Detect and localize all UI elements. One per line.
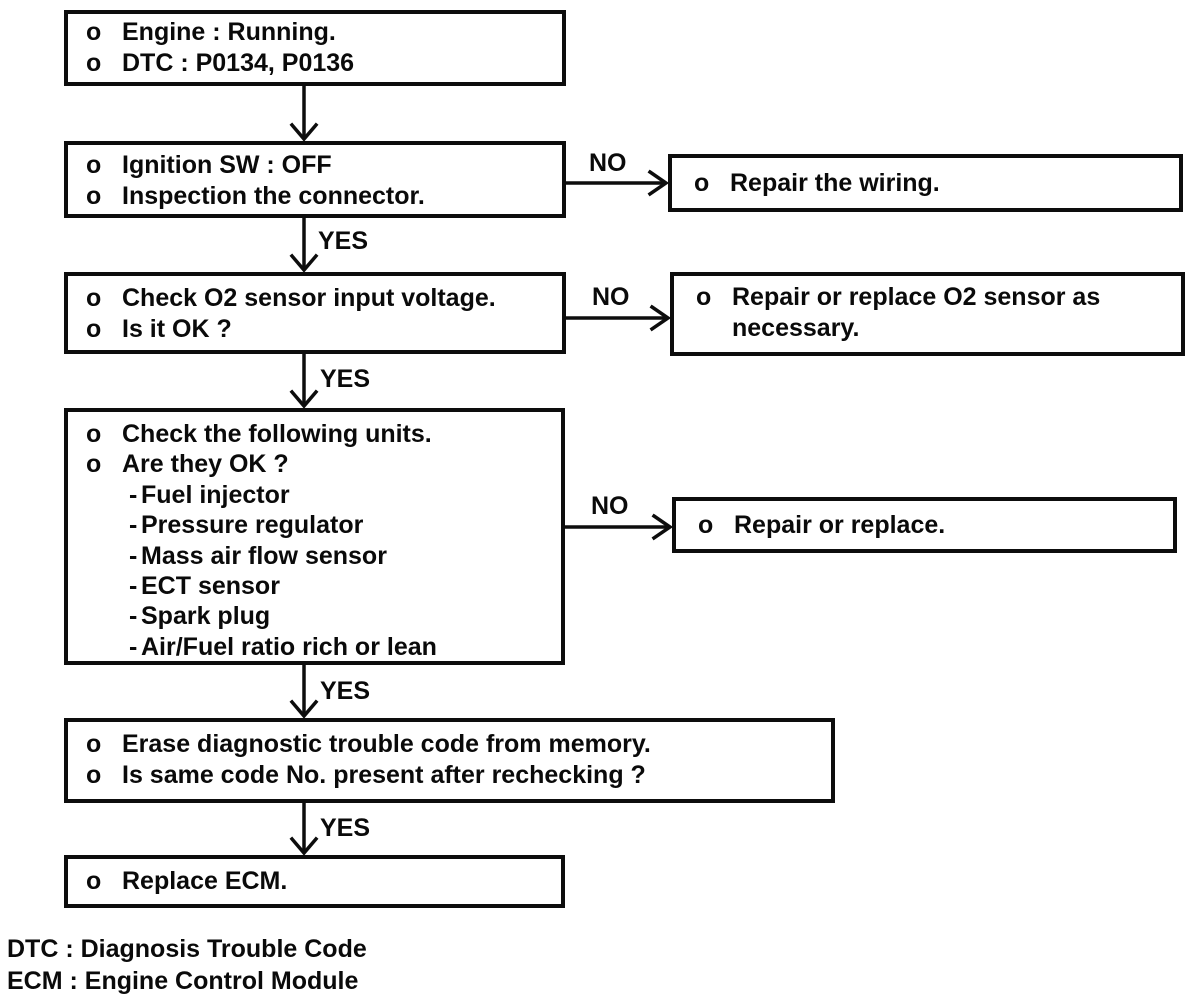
flow-line: o Check the following units. <box>68 419 561 449</box>
dash: - <box>129 480 138 509</box>
flow-line: o Replace ECM. <box>68 866 561 897</box>
checklist-item: - Spark plug <box>68 601 561 631</box>
bullet: o <box>86 420 102 448</box>
flow-text: DTC : P0134, P0136 <box>122 49 355 77</box>
flow-text: Repair the wiring. <box>730 169 940 197</box>
flow-text: Replace ECM. <box>122 867 288 895</box>
connector-erase-yes <box>289 801 319 856</box>
flow-line: o Repair or replace. <box>676 510 1173 541</box>
connector-ignition-no <box>564 169 670 197</box>
flow-box-erase-dtc: o Erase diagnostic trouble code from mem… <box>64 718 835 803</box>
no-label-ignition: NO <box>589 149 627 177</box>
flow-line: o Is same code No. present after recheck… <box>68 760 831 791</box>
connector-o2-no <box>564 304 672 332</box>
flow-text: Is same code No. present after recheckin… <box>122 761 646 789</box>
flow-box-ignition-check: o Ignition SW : OFF o Inspection the con… <box>64 141 566 218</box>
footnote-dtc: DTC : Diagnosis Trouble Code <box>7 935 367 963</box>
bullet: o <box>86 730 102 758</box>
no-label-o2: NO <box>592 283 630 311</box>
flow-line: o Erase diagnostic trouble code from mem… <box>68 729 831 760</box>
checklist-item: - Pressure regulator <box>68 510 561 540</box>
flow-text: Mass air flow sensor <box>141 541 387 570</box>
flow-text: Check O2 sensor input voltage. <box>122 284 496 312</box>
flow-text: Pressure regulator <box>141 511 364 540</box>
connector-start-to-ignition <box>289 84 319 142</box>
connector-units-no <box>563 513 674 541</box>
bullet: o <box>86 315 102 343</box>
bullet: o <box>696 283 712 311</box>
dash: - <box>129 602 138 631</box>
flow-line: o Repair the wiring. <box>672 168 1179 199</box>
bullet: o <box>86 151 102 179</box>
flow-line: o Repair or replace O2 sensor as necessa… <box>674 282 1181 344</box>
flow-box-repair-wiring: o Repair the wiring. <box>668 154 1183 212</box>
flow-text: Check the following units. <box>122 420 432 448</box>
dash: - <box>129 572 138 601</box>
flow-line: o DTC : P0134, P0136 <box>68 48 562 79</box>
flow-text: Air/Fuel ratio rich or lean <box>141 632 437 661</box>
bullet: o <box>694 169 710 197</box>
dash: - <box>129 632 138 661</box>
yes-label-erase: YES <box>320 814 371 842</box>
bullet: o <box>86 761 102 789</box>
checklist-item: - Mass air flow sensor <box>68 541 561 571</box>
checklist-item: - ECT sensor <box>68 571 561 601</box>
bullet: o <box>86 18 102 46</box>
dash: - <box>129 541 138 570</box>
no-label-units: NO <box>591 492 629 520</box>
dash: - <box>129 511 138 540</box>
flow-box-start-conditions: o Engine : Running. o DTC : P0134, P0136 <box>64 10 566 86</box>
flow-text: Are they OK ? <box>122 450 289 479</box>
flow-text: Repair or replace. <box>734 511 946 539</box>
flow-box-o2-voltage-check: o Check O2 sensor input voltage. o Is it… <box>64 272 566 354</box>
flow-line: o Engine : Running. <box>68 17 562 48</box>
flow-text: Spark plug <box>141 602 271 631</box>
flow-box-replace-ecm: o Replace ECM. <box>64 855 565 908</box>
bullet: o <box>86 49 102 77</box>
flow-box-check-units: o Check the following units. o Are they … <box>64 408 565 665</box>
flow-text: ECT sensor <box>141 572 280 601</box>
flow-line: o Inspection the connector. <box>68 181 562 212</box>
flow-line: o Are they OK ? <box>68 449 561 479</box>
checklist-item: - Fuel injector <box>68 480 561 510</box>
bullet: o <box>86 450 102 479</box>
flow-text: Repair or replace O2 sensor as necessary… <box>732 283 1101 342</box>
bullet: o <box>698 511 714 539</box>
connector-ignition-yes <box>289 216 319 273</box>
flow-line: o Is it OK ? <box>68 314 562 345</box>
flow-text: Ignition SW : OFF <box>122 151 332 179</box>
connector-units-yes <box>289 663 319 719</box>
flow-text: Inspection the connector. <box>122 182 425 210</box>
footnote-ecm: ECM : Engine Control Module <box>7 967 359 995</box>
yes-label-o2: YES <box>320 365 371 393</box>
flow-text: Is it OK ? <box>122 315 232 343</box>
flow-box-repair-o2-sensor: o Repair or replace O2 sensor as necessa… <box>670 272 1185 356</box>
yes-label-units: YES <box>320 677 371 705</box>
flow-text: Engine : Running. <box>122 18 336 46</box>
yes-label-ignition: YES <box>318 227 369 255</box>
connector-o2-yes <box>289 352 319 409</box>
flow-text: Erase diagnostic trouble code from memor… <box>122 730 651 758</box>
bullet: o <box>86 182 102 210</box>
bullet: o <box>86 867 102 895</box>
flow-box-repair-or-replace: o Repair or replace. <box>672 497 1177 553</box>
checklist-item: - Air/Fuel ratio rich or lean <box>68 632 561 662</box>
flow-line: o Check O2 sensor input voltage. <box>68 283 562 314</box>
bullet: o <box>86 284 102 312</box>
flow-line: o Ignition SW : OFF <box>68 150 562 181</box>
flow-text: Fuel injector <box>141 480 290 509</box>
